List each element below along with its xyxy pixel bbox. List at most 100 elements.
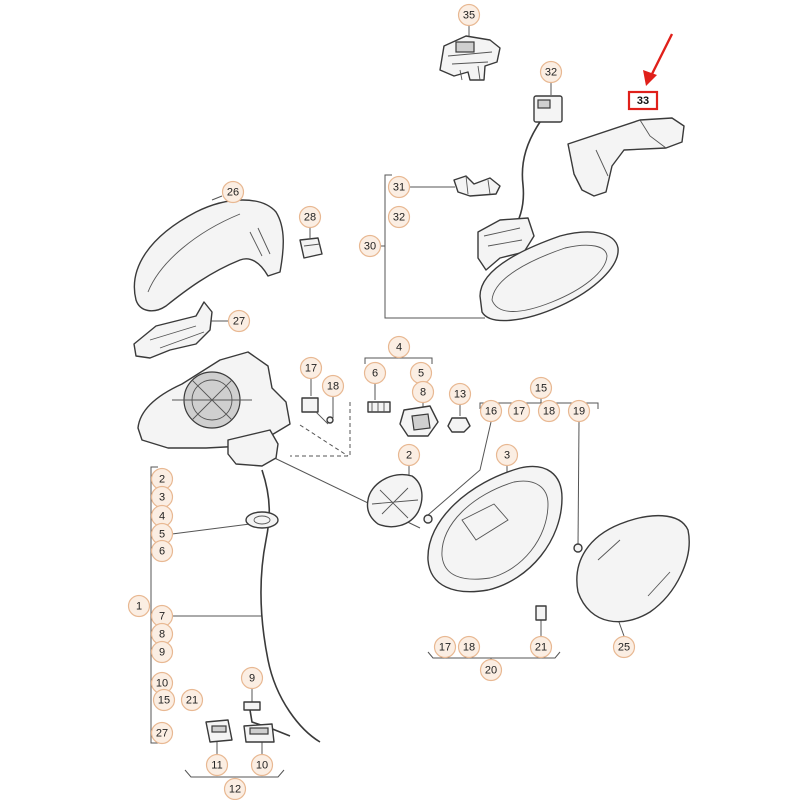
part-25-mirror-glass (576, 515, 690, 623)
callout-30: 30 (358, 234, 382, 258)
callout-circle (321, 374, 345, 398)
callout-number: 20 (485, 665, 497, 677)
part-6-bolt (367, 401, 391, 413)
callout-circle (387, 205, 411, 229)
callout-circle (205, 753, 229, 777)
part-19-screw (573, 543, 583, 553)
callout-16: 16 (479, 399, 503, 423)
callout-number: 15 (158, 695, 170, 707)
callout-number: 18 (543, 406, 555, 418)
callout-circle (411, 380, 435, 404)
part-30-interior-mirror (477, 217, 619, 322)
highlight-label: 33 (637, 95, 649, 107)
callout-number: 35 (463, 10, 475, 22)
callout-12: 12 (223, 777, 247, 800)
callout-circle (448, 382, 472, 406)
part-mirror-housing (137, 351, 291, 467)
callout-15: 15 (152, 688, 176, 712)
callout-circle (152, 688, 176, 712)
callout-circle (495, 443, 519, 467)
part-17-18-screws (301, 397, 334, 425)
callout-number: 17 (305, 363, 317, 375)
callout-circle (433, 635, 457, 659)
callout-26: 26 (221, 180, 245, 204)
callout-number: 18 (463, 642, 475, 654)
callout-number: 6 (372, 368, 378, 380)
callout-number: 1 (136, 601, 142, 613)
callout-35: 35 (457, 3, 481, 27)
callout-number: 4 (159, 511, 165, 523)
callout-21: 21 (180, 688, 204, 712)
callout-number: 13 (454, 389, 466, 401)
callout-21: 21 (529, 635, 553, 659)
callout-circle (529, 635, 553, 659)
callout-circle (358, 234, 382, 258)
callout-25: 25 (612, 635, 636, 659)
callout-number: 2 (159, 474, 165, 486)
callout-number: 25 (618, 642, 630, 654)
callout-number: 3 (504, 450, 510, 462)
callout-number: 6 (159, 546, 165, 558)
callout-circle (221, 180, 245, 204)
callout-1: 1 (127, 594, 151, 618)
callout-circle (150, 539, 174, 563)
callout-number: 7 (159, 611, 165, 623)
callout-number: 4 (396, 342, 402, 354)
callout-32: 32 (539, 60, 563, 84)
callout-circle (479, 658, 503, 682)
callout-circle (250, 753, 274, 777)
callout-9: 9 (150, 640, 174, 664)
callout-number: 11 (211, 760, 222, 772)
callout-circle (387, 335, 411, 359)
callout-number: 9 (159, 647, 165, 659)
part-13-nut (447, 417, 471, 433)
callout-17: 17 (433, 635, 457, 659)
callout-15: 15 (529, 376, 553, 400)
part-27-bracket (133, 301, 213, 359)
callout-circle (298, 205, 322, 229)
callout-number: 27 (233, 316, 245, 328)
callout-number: 2 (406, 450, 412, 462)
callout-circle (457, 3, 481, 27)
callout-3: 3 (150, 485, 174, 509)
callout-18: 18 (537, 399, 561, 423)
callout-number: 26 (227, 187, 239, 199)
leader-lines (147, 26, 625, 778)
part-3-glass-holder (427, 465, 563, 593)
callout-circle (240, 666, 264, 690)
callout-number: 17 (513, 406, 525, 418)
callout-5: 5 (409, 361, 433, 385)
callout-20: 20 (479, 658, 503, 682)
callout-number: 5 (159, 529, 165, 541)
callout-17: 17 (299, 356, 323, 380)
callout-circle (457, 635, 481, 659)
callout-number: 8 (420, 387, 426, 399)
highlight-callout-33: 33 (627, 33, 674, 111)
part-28-clip (299, 237, 323, 259)
callout-circle (387, 175, 411, 199)
callout-number: 10 (156, 678, 168, 690)
callout-circle (507, 399, 531, 423)
callout-number: 21 (186, 695, 198, 707)
callout-27: 27 (150, 721, 174, 745)
part-21-screw (535, 605, 547, 621)
part-31-clip (453, 175, 501, 197)
callout-6: 6 (150, 539, 174, 563)
part-26-mirror-cap (133, 199, 284, 312)
callout-number: 27 (156, 728, 168, 740)
callout-circle (539, 60, 563, 84)
callout-number: 28 (304, 212, 316, 224)
callout-6: 6 (363, 361, 387, 385)
callout-13: 13 (448, 382, 472, 406)
callout-9: 9 (240, 666, 264, 690)
callout-number: 12 (229, 784, 241, 796)
callout-2: 2 (397, 443, 421, 467)
part-2-adjuster-disc (366, 473, 433, 528)
callout-18: 18 (321, 374, 345, 398)
callout-number: 3 (159, 492, 165, 504)
part-10-connector (243, 723, 275, 743)
callout-circle (227, 309, 251, 333)
callout-number: 17 (439, 642, 451, 654)
